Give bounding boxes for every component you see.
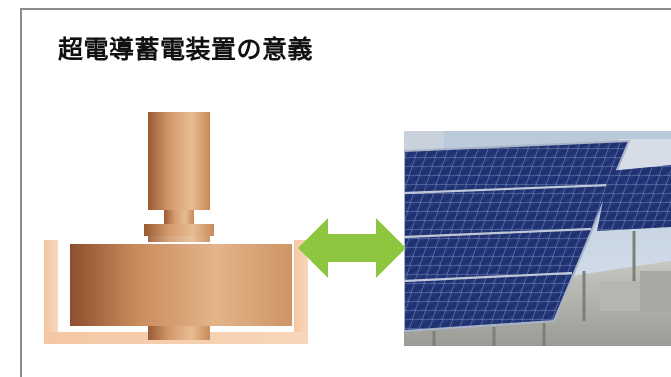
slide-title: 超電導蓄電装置の意義 [58, 35, 314, 64]
solar-panel-photo [404, 131, 671, 346]
superconducting-storage-device-icon [44, 112, 308, 344]
slide-frame [20, 8, 671, 377]
double-arrow-icon [298, 218, 406, 278]
